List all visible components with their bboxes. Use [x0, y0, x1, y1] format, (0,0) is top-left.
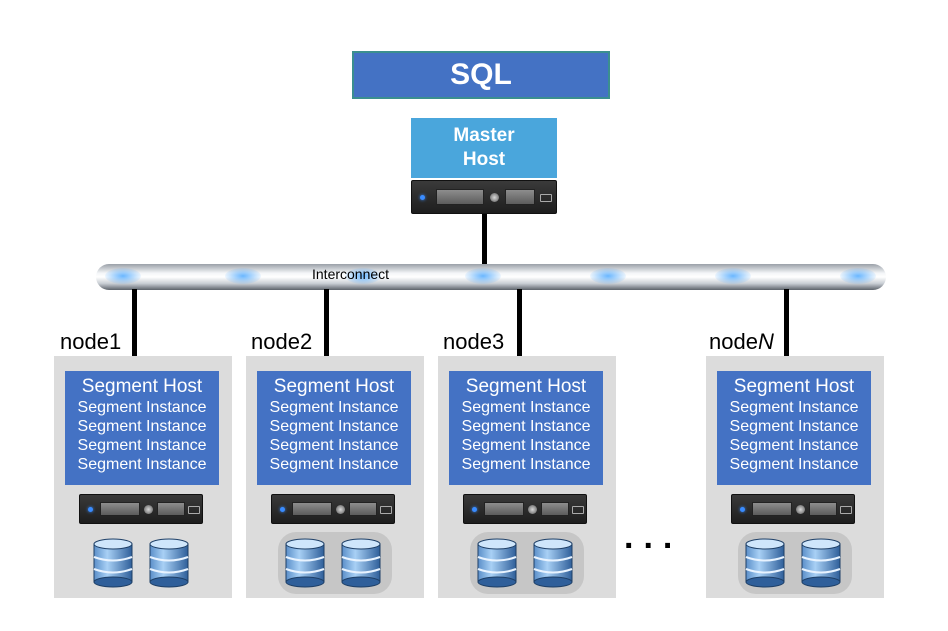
database-icon	[341, 538, 381, 588]
node2-link	[324, 289, 329, 359]
node3-segment-host: Segment Host Segment Instance Segment In…	[449, 371, 603, 485]
segment-instance: Segment Instance	[269, 437, 399, 454]
master-host-line1: Master	[453, 125, 515, 146]
sql-box: SQL	[352, 51, 610, 99]
segment-instance: Segment Instance	[269, 456, 399, 473]
interconnect-glow	[105, 268, 141, 284]
node1-server-icon	[79, 494, 203, 524]
node2-segment-host: Segment Host Segment Instance Segment In…	[257, 371, 411, 485]
segment-host-title: Segment Host	[733, 376, 855, 397]
database-icon	[477, 538, 517, 588]
database-icon	[533, 538, 573, 588]
master-host-box: Master Host	[411, 118, 557, 178]
segment-instance: Segment Instance	[729, 418, 859, 435]
database-icon	[285, 538, 325, 588]
interconnect-glow	[345, 268, 381, 284]
segment-host-title: Segment Host	[273, 376, 395, 397]
segment-instance: Segment Instance	[729, 437, 859, 454]
node2-label: node2	[251, 329, 313, 354]
interconnect-glow	[715, 268, 751, 284]
master-link	[482, 214, 487, 266]
interconnect-glow	[840, 268, 876, 284]
segment-instance: Segment Instance	[77, 456, 207, 473]
nodeN-label-prefix: node	[709, 329, 758, 354]
nodeN-segment-host: Segment Host Segment Instance Segment In…	[717, 371, 871, 485]
node3-link	[517, 289, 522, 359]
segment-instance: Segment Instance	[729, 399, 859, 416]
segment-host-title: Segment Host	[81, 376, 203, 397]
nodeN-label: nodeN	[709, 329, 774, 355]
node1-label: node1	[60, 329, 122, 354]
nodeN-label-suffix: N	[757, 329, 774, 354]
database-icon	[745, 538, 785, 588]
database-icon	[93, 538, 133, 588]
nodeN-link	[784, 289, 789, 359]
segment-instance: Segment Instance	[269, 418, 399, 435]
segment-host-title: Segment Host	[465, 376, 587, 397]
interconnect-glow	[590, 268, 626, 284]
node1-segment-host: Segment Host Segment Instance Segment In…	[65, 371, 219, 485]
master-server-icon	[411, 180, 557, 214]
segment-instance: Segment Instance	[77, 437, 207, 454]
segment-instance: Segment Instance	[77, 418, 207, 435]
segment-instance: Segment Instance	[77, 399, 207, 416]
sql-label: SQL	[450, 58, 512, 91]
more-nodes-ellipsis: ...	[624, 518, 683, 556]
segment-instance: Segment Instance	[729, 456, 859, 473]
interconnect-glow	[225, 268, 261, 284]
node3-label: node3	[443, 329, 505, 354]
segment-instance: Segment Instance	[461, 418, 591, 435]
interconnect-label: Interconnect	[312, 266, 390, 282]
database-icon	[149, 538, 189, 588]
interconnect-glow	[465, 268, 501, 284]
nodeN-server-icon	[731, 494, 855, 524]
node3-server-icon	[463, 494, 587, 524]
master-host-line2: Host	[462, 149, 506, 170]
node2-server-icon	[271, 494, 395, 524]
node1-link	[132, 289, 137, 359]
segment-instance: Segment Instance	[461, 456, 591, 473]
segment-instance: Segment Instance	[269, 399, 399, 416]
segment-instance: Segment Instance	[461, 399, 591, 416]
segment-instance: Segment Instance	[461, 437, 591, 454]
database-icon	[801, 538, 841, 588]
